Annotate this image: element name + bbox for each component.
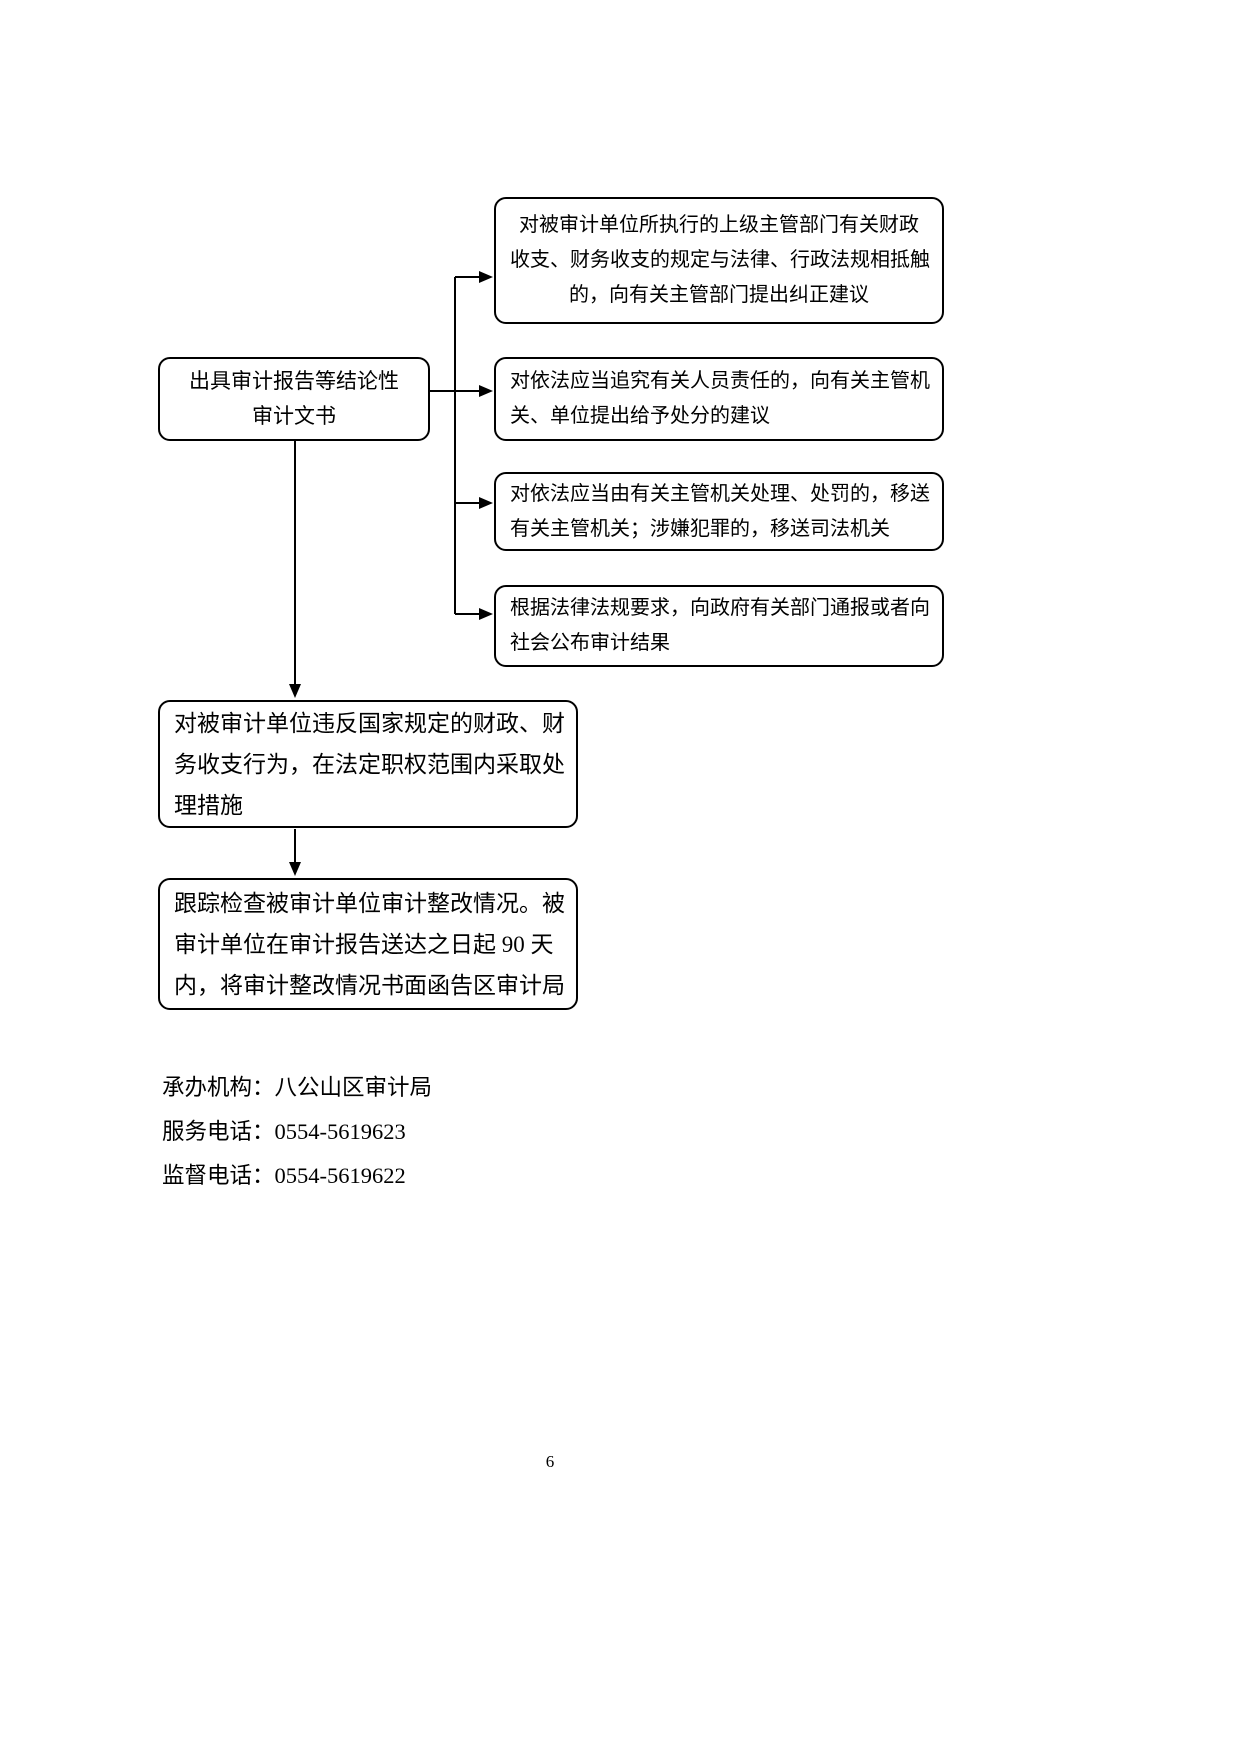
flow-box-follow-up-rectification: 跟踪检查被审计单位审计整改情况。被 审计单位在审计报告送达之日起 90 天 内，… — [158, 878, 578, 1010]
flow-box-text-line: 对依法应当追究有关人员责任的，向有关主管机 — [510, 370, 930, 392]
flow-box-publish-results: 根据法律法规要求，向政府有关部门通报或者向 社会公布审计结果 — [494, 585, 944, 667]
flow-box-handling-measures: 对被审计单位违反国家规定的财政、财 务收支行为，在法定职权范围内采取处 理措施 — [158, 700, 578, 828]
contact-agency-label: 承办机构： — [162, 1075, 275, 1100]
flow-box-issue-audit-report: 出具审计报告等结论性 审计文书 — [158, 357, 430, 441]
flow-box-text-line: 关、单位提出给予处分的建议 — [510, 405, 770, 427]
contact-agency-value: 八公山区审计局 — [274, 1075, 433, 1100]
page-number: 6 — [545, 1452, 555, 1471]
contact-supervision-phone-value: 0554-5619622 — [274, 1163, 406, 1188]
contact-agency: 承办机构：八公山区审计局 — [162, 1066, 432, 1110]
contact-info: 承办机构：八公山区审计局 服务电话：0554-5619623 监督电话：0554… — [162, 1066, 432, 1198]
flow-box-text-line: 对依法应当由有关主管机关处理、处罚的，移送 — [510, 482, 930, 505]
flow-box-text-line: 对被审计单位违反国家规定的财政、财 — [174, 710, 565, 736]
flow-box-text-line: 收支、财务收支的规定与法律、行政法规相抵触 — [510, 249, 930, 271]
flow-box-text-line: 内，将审计整改情况书面函告区审计局 — [174, 972, 565, 998]
contact-service-phone: 服务电话：0554-5619623 — [162, 1110, 432, 1154]
flow-box-text-line: 审计单位在审计报告送达之日起 90 天 — [174, 931, 554, 957]
flow-box-discipline-suggestion: 对依法应当追究有关人员责任的，向有关主管机 关、单位提出给予处分的建议 — [494, 357, 944, 441]
contact-supervision-phone-label: 监督电话： — [162, 1163, 275, 1188]
flow-box-text-line: 社会公布审计结果 — [510, 632, 670, 654]
contact-service-phone-label: 服务电话： — [162, 1119, 275, 1144]
flow-box-correction-suggestion: 对被审计单位所执行的上级主管部门有关财政 收支、财务收支的规定与法律、行政法规相… — [494, 197, 944, 324]
flow-box-text-line: 有关主管机关；涉嫌犯罪的，移送司法机关 — [510, 517, 890, 540]
flow-box-text-line: 理措施 — [174, 792, 243, 818]
flow-box-text-line: 的，向有关主管部门提出纠正建议 — [569, 284, 869, 306]
contact-supervision-phone: 监督电话：0554-5619622 — [162, 1154, 432, 1198]
flow-box-text-line: 根据法律法规要求，向政府有关部门通报或者向 — [510, 597, 930, 619]
flow-box-text-line: 审计文书 — [252, 404, 336, 428]
flow-box-text-line: 跟踪检查被审计单位审计整改情况。被 — [174, 890, 565, 916]
flow-box-transfer-to-authority: 对依法应当由有关主管机关处理、处罚的，移送 有关主管机关；涉嫌犯罪的，移送司法机… — [494, 472, 944, 551]
contact-service-phone-value: 0554-5619623 — [274, 1119, 406, 1144]
flow-box-text-line: 务收支行为，在法定职权范围内采取处 — [174, 751, 565, 777]
flow-box-text-line: 出具审计报告等结论性 — [189, 369, 399, 393]
flow-box-text-line: 对被审计单位所执行的上级主管部门有关财政 — [519, 214, 919, 236]
